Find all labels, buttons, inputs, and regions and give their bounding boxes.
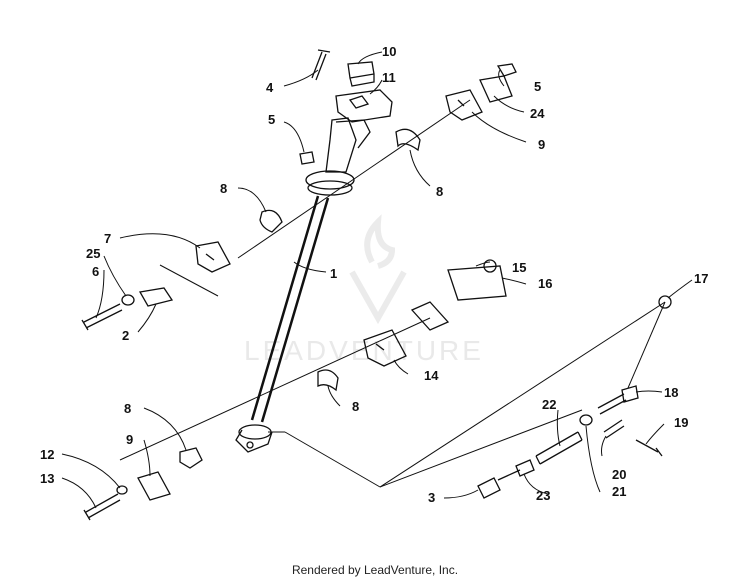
watermark-logo [349,214,407,325]
part-16-pad [447,265,507,301]
label-25: 25 [86,246,100,261]
label-8-lower-left: 8 [124,401,131,416]
label-17: 17 [694,271,708,286]
part-24-plate [479,75,513,103]
footer-credit: Rendered by LeadVenture, Inc. [291,563,459,577]
part-9-upper [445,89,483,121]
label-23: 23 [536,488,550,503]
label-9-upper: 9 [538,137,545,152]
part-20-bolt [603,419,625,439]
part-13-bolt [83,493,121,521]
part-25-washer [121,294,135,306]
label-16: 16 [538,276,552,291]
label-19: 19 [674,415,688,430]
label-7: 7 [104,231,111,246]
label-5-top: 5 [534,79,541,94]
part-7-clamp [195,241,231,273]
label-9-lower: 9 [126,432,133,447]
part-8-upper-left [259,209,283,233]
part-6-bolt [81,303,123,331]
label-8-upper-right: 8 [436,184,443,199]
part-9-lower [137,471,171,501]
part-21-washer [579,414,593,426]
label-5-left: 5 [268,112,275,127]
part-10-cap [347,61,375,87]
part-4-bolt [311,49,331,81]
part-5-nut-left [299,151,315,165]
part-15-nut [483,259,497,273]
label-13: 13 [40,471,54,486]
part-5-nut-top [496,63,517,77]
label-6: 6 [92,264,99,279]
steering-post [235,117,371,453]
label-14: 14 [424,368,439,383]
leader-lines [61,51,693,509]
part-11-block [335,89,393,123]
part-2-plate [138,287,174,307]
part-8-lower-mid [317,369,339,392]
label-18: 18 [664,385,678,400]
label-24: 24 [530,106,545,121]
label-20: 20 [612,467,626,482]
part-19-pin [635,439,663,457]
label-3: 3 [428,490,435,505]
label-21: 21 [612,484,626,499]
part-23-nut [515,459,535,477]
label-10: 10 [382,44,396,59]
label-8-lower-mid: 8 [352,399,359,414]
label-11: 11 [382,70,396,85]
label-8-upper-left: 8 [220,181,227,196]
label-1: 1 [330,266,337,281]
part-18-rod-end [597,385,639,415]
label-12: 12 [40,447,54,462]
part-12-washer [116,485,128,495]
part-3-rod-end [477,469,521,499]
label-15: 15 [512,260,526,275]
label-4: 4 [266,80,274,95]
part-17-cap [658,295,672,309]
part-8-upper-right [395,128,421,152]
label-22: 22 [542,397,556,412]
part-14-clamp [363,329,407,367]
part-mid-plate [410,301,450,331]
label-2: 2 [122,328,129,343]
part-8-lower-left [179,447,203,469]
part-22-tube [535,431,583,465]
